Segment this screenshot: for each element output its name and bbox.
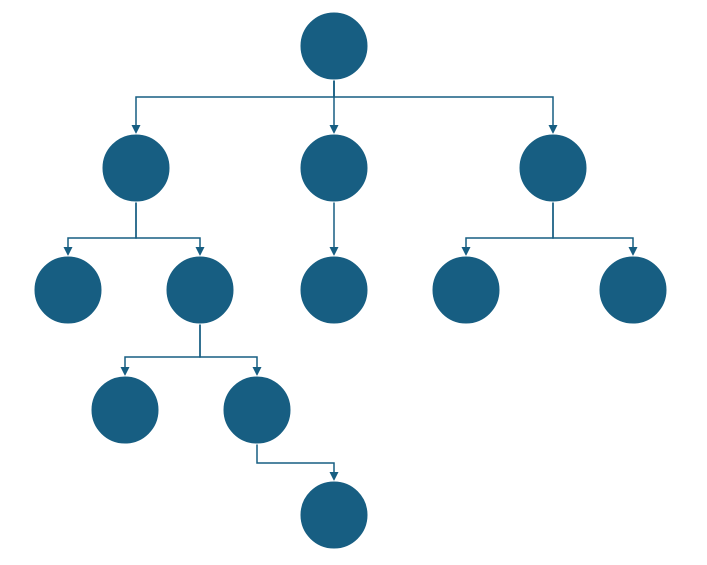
tree-node-c1 (431, 255, 501, 325)
tree-node-a1 (33, 255, 103, 325)
edge-c-to-c2 (552, 202, 634, 248)
arrowhead-b1 (329, 247, 339, 256)
tree-node-a2 (165, 255, 235, 325)
tree-node-a (101, 133, 171, 203)
edge-a-to-a1 (67, 202, 137, 248)
tree-node-b1 (299, 255, 369, 325)
arrowhead-c (548, 125, 558, 134)
arrowhead-a2y1 (329, 472, 339, 481)
tree-node-b (299, 133, 369, 203)
arrowhead-c2 (628, 247, 638, 256)
tree-node-a2x (90, 375, 160, 445)
edge-root-to-a (135, 80, 335, 126)
tree-node-a2y (222, 375, 292, 445)
arrowhead-a1 (63, 247, 73, 256)
nodes (33, 11, 668, 550)
arrowhead-b (329, 125, 339, 134)
tree-node-c2 (598, 255, 668, 325)
edge-a2-to-a2y (199, 324, 258, 368)
arrowhead-a2 (195, 247, 205, 256)
arrowhead-a2x (120, 367, 130, 376)
edge-a2-to-a2x (124, 324, 201, 368)
edge-c-to-c1 (465, 202, 554, 248)
edges (63, 80, 638, 481)
arrowhead-a (131, 125, 141, 134)
edge-root-to-c (333, 80, 554, 126)
edge-a-to-a2 (135, 202, 201, 248)
tree-node-c (518, 133, 588, 203)
tree-node-a2y1 (299, 480, 369, 550)
tree-node-root (299, 11, 369, 81)
edge-a2y-to-a2y1 (256, 444, 335, 473)
arrowhead-c1 (461, 247, 471, 256)
arrowhead-a2y (252, 367, 262, 376)
